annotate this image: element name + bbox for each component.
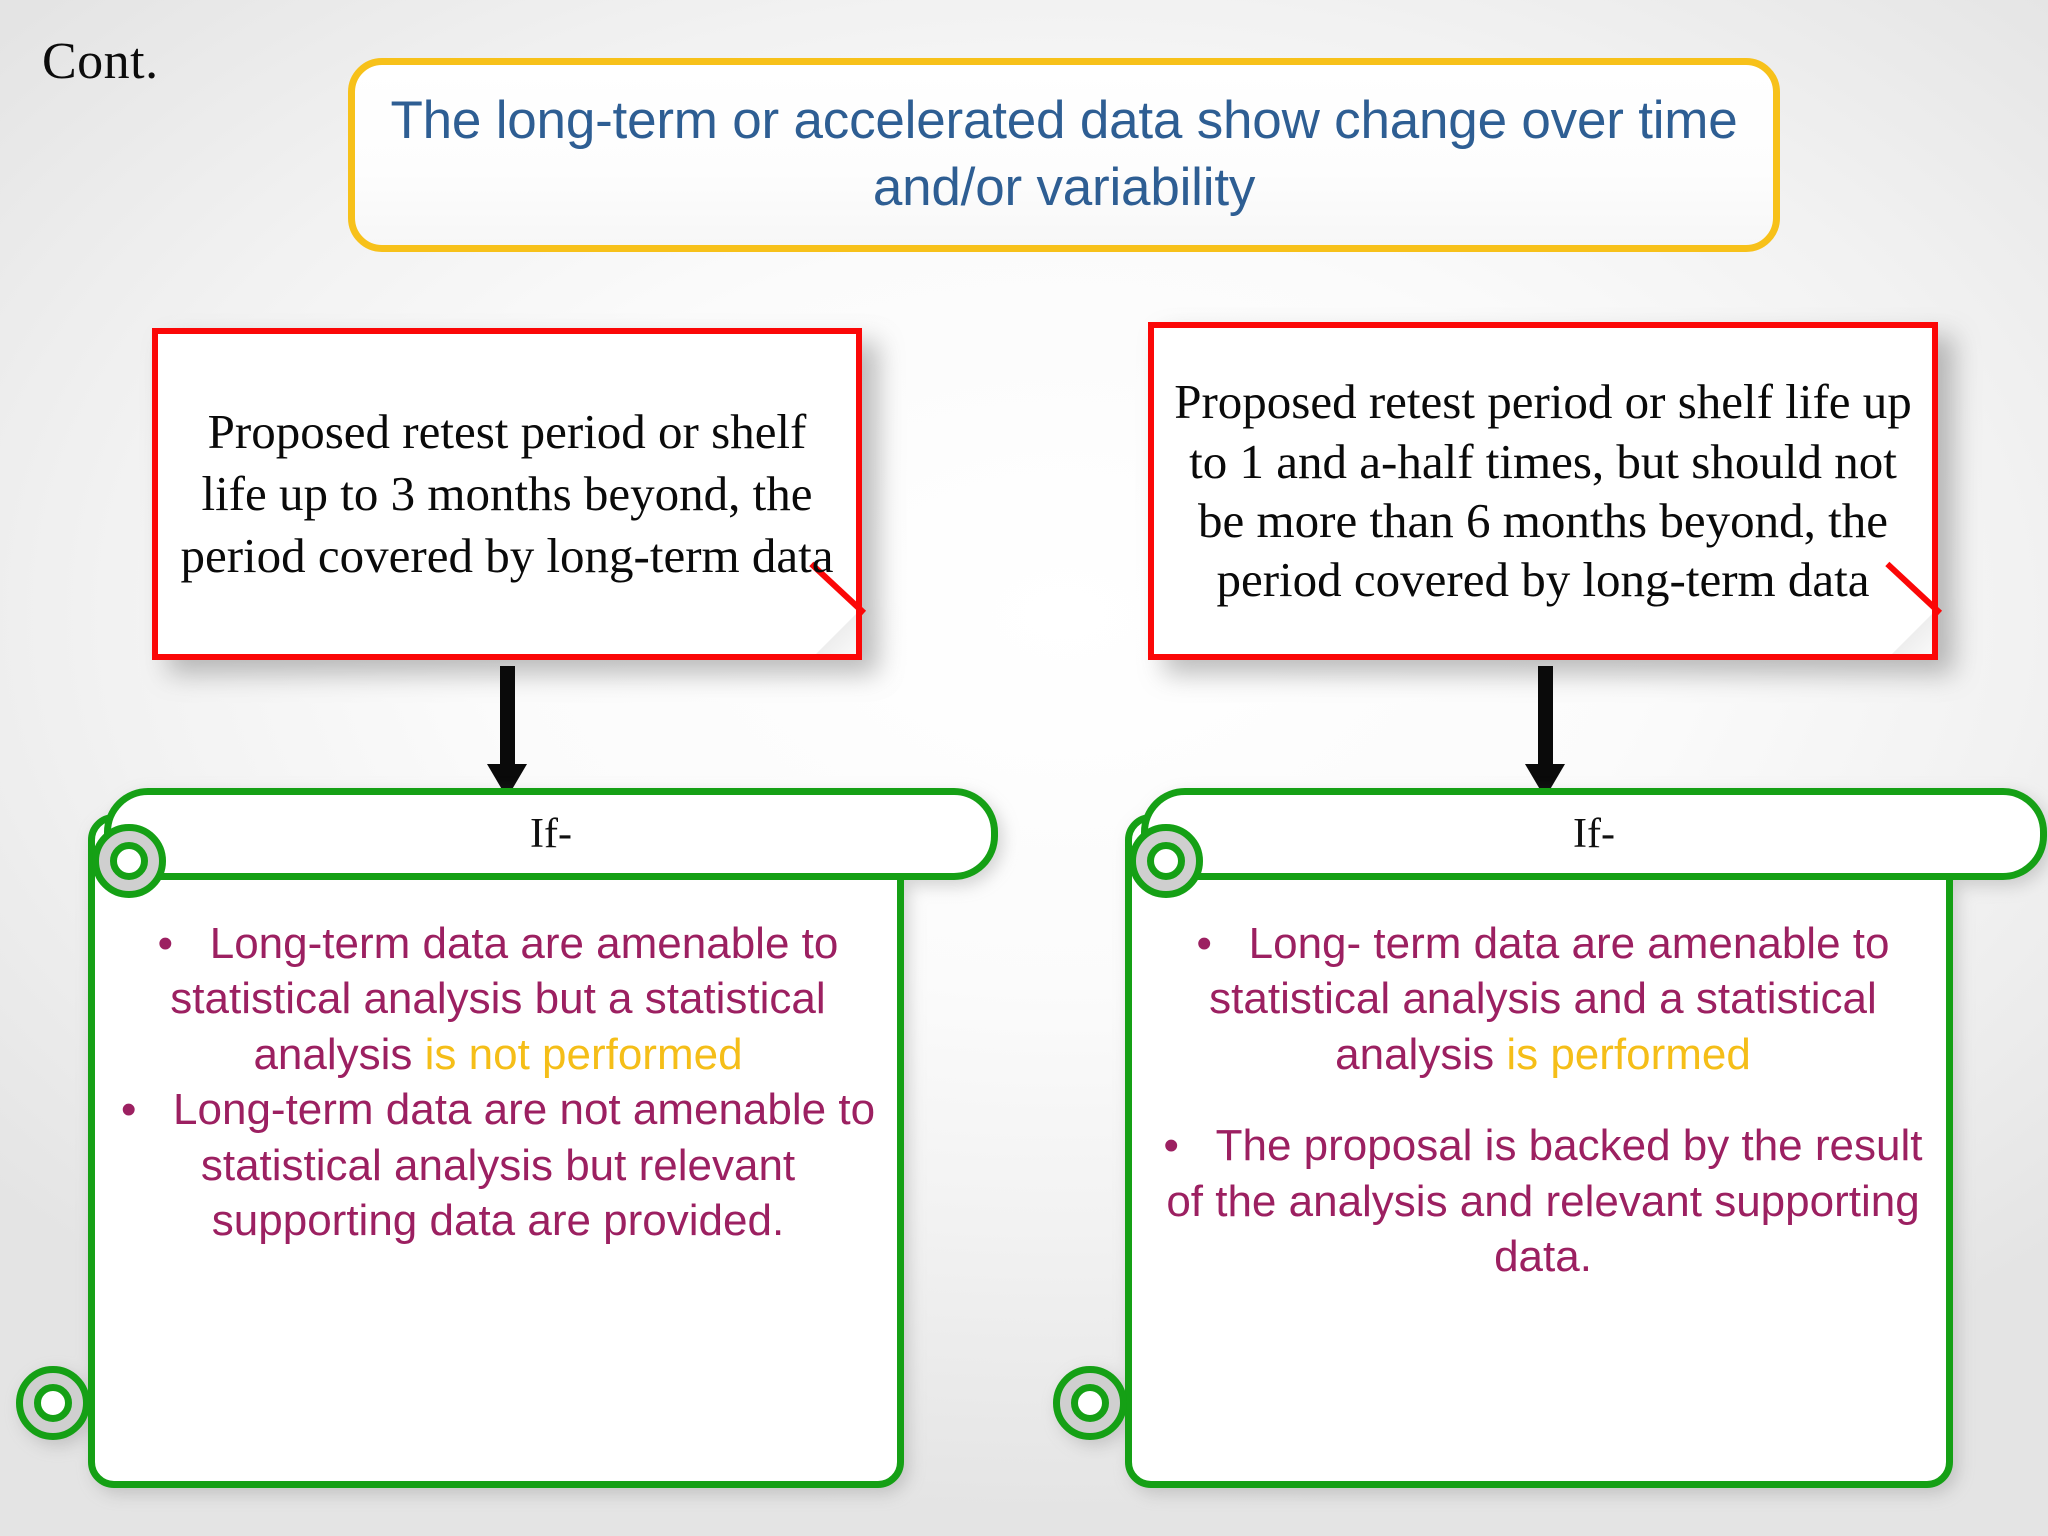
- bullet-highlight: is not performed: [424, 1029, 743, 1079]
- list-item: • Long-term data are not amenable to sta…: [118, 1082, 878, 1248]
- outcome-list-left: • Long-term data are amenable to statist…: [118, 916, 878, 1249]
- outcome-scroll-right: If- • Long- term data are amenable to st…: [1053, 788, 2047, 1488]
- down-arrow-icon-right: [1525, 666, 1565, 798]
- scroll-body: [88, 814, 904, 1488]
- if-label-right: If-: [1573, 811, 1615, 857]
- title-banner: The long-term or accelerated data show c…: [348, 58, 1780, 252]
- down-arrow-icon-left: [487, 666, 527, 798]
- arrow-stem: [500, 666, 515, 766]
- scroll-curl-inner-bottom: [1071, 1384, 1109, 1422]
- note-paper: [1148, 322, 1938, 660]
- page-title: The long-term or accelerated data show c…: [390, 91, 1738, 217]
- scroll-curl-inner-bottom: [34, 1384, 72, 1422]
- list-item: • Long-term data are amenable to statist…: [118, 916, 878, 1082]
- scroll-curl-inner-top: [110, 842, 148, 880]
- condition-note-left-text: Proposed retest period or shelf life up …: [180, 404, 834, 583]
- arrow-stem: [1538, 666, 1553, 766]
- if-label-left: If-: [530, 811, 572, 857]
- bullet-marker: •: [1163, 1121, 1179, 1171]
- list-item: • The proposal is backed by the result o…: [1159, 1118, 1927, 1284]
- condition-note-right-text: Proposed retest period or shelf life up …: [1174, 374, 1912, 608]
- continuation-label: Cont.: [42, 33, 159, 90]
- list-item: • Long- term data are amenable to statis…: [1159, 916, 1927, 1082]
- note-paper: [152, 328, 862, 660]
- bullet-text: Long-term data are not amenable to stati…: [173, 1085, 876, 1246]
- bullet-text: Long-term data are amenable to statistic…: [170, 919, 839, 1079]
- condition-note-right: Proposed retest period or shelf life up …: [1148, 322, 1943, 660]
- scroll-curl-icon-bottom: [16, 1366, 90, 1440]
- scroll-body: [1125, 814, 1953, 1488]
- bullet-highlight: is performed: [1506, 1029, 1751, 1079]
- outcome-list-right: • Long- term data are amenable to statis…: [1159, 916, 1927, 1285]
- scroll-curl-inner-top: [1147, 842, 1185, 880]
- scroll-header-bar: If-: [104, 788, 998, 880]
- scroll-curl-icon-bottom: [1053, 1366, 1127, 1440]
- bullet-text: The proposal is backed by the result of …: [1166, 1121, 1923, 1282]
- condition-note-left: Proposed retest period or shelf life up …: [152, 328, 867, 660]
- bullet-text: Long- term data are amenable to statisti…: [1209, 919, 1890, 1079]
- bullet-marker: •: [157, 919, 174, 968]
- outcome-scroll-left: If- • Long-term data are amenable to sta…: [16, 788, 998, 1488]
- bullet-marker: •: [1196, 919, 1212, 968]
- bullet-marker: •: [120, 1085, 137, 1135]
- scroll-header-bar: If-: [1141, 788, 2047, 880]
- list-spacer: [1159, 1082, 1927, 1118]
